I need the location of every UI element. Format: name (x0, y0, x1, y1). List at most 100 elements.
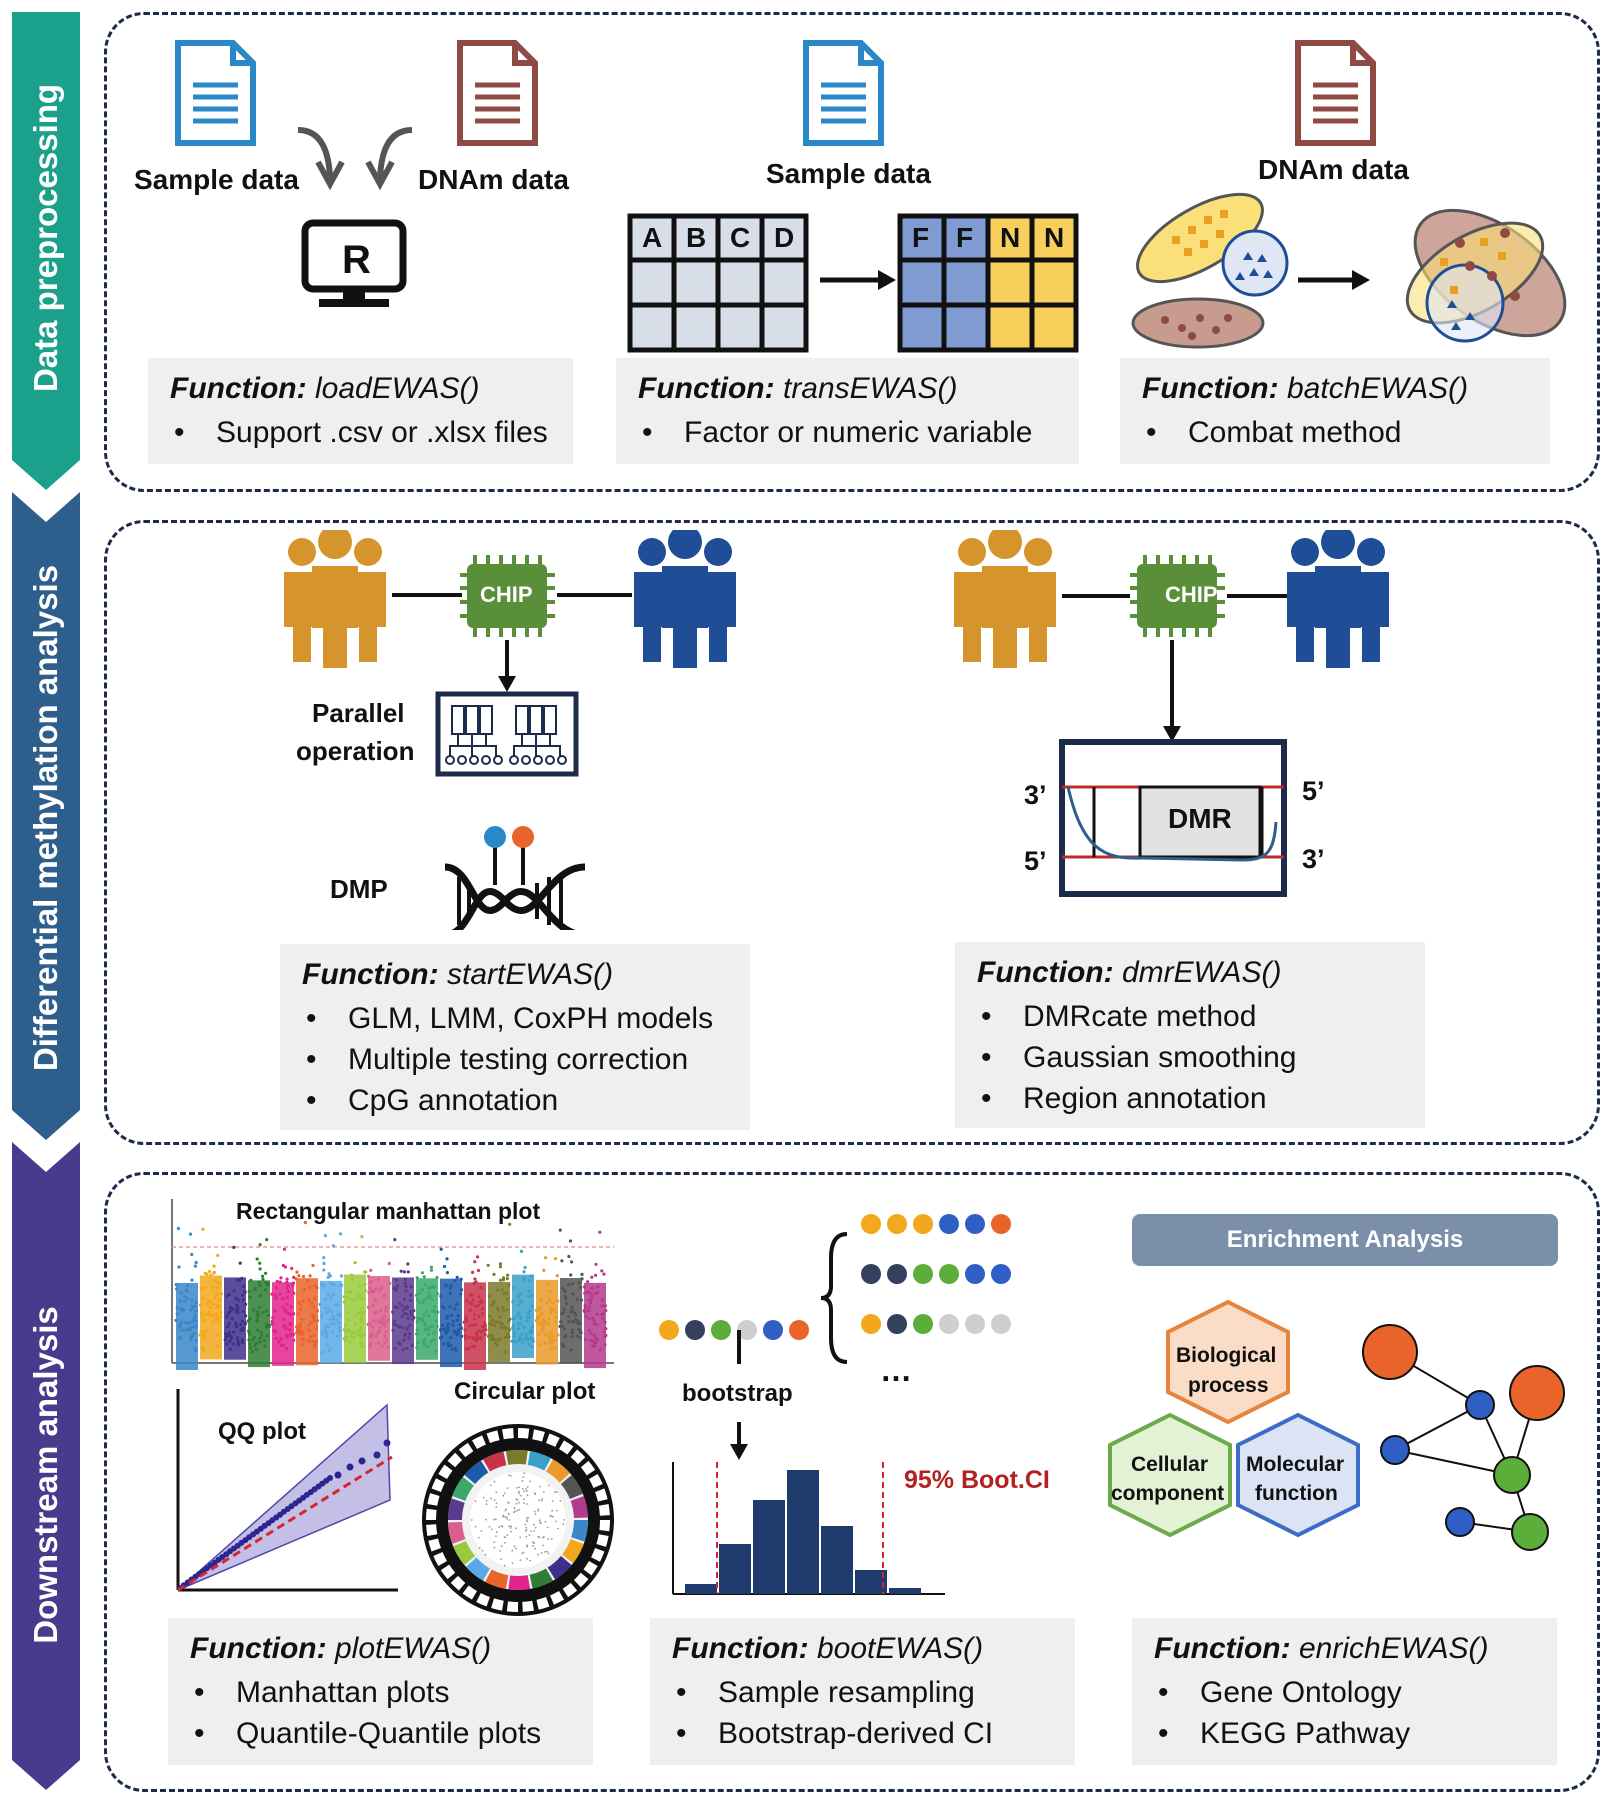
resample-dots-3 (861, 1314, 1011, 1334)
manhattan-point (567, 1254, 571, 1259)
circular-ring-segment (583, 1561, 598, 1576)
circular-ring-segment (559, 1440, 574, 1455)
manhattan-chromosome-bar (464, 1282, 486, 1370)
circular-point (525, 1519, 528, 1521)
manhattan-point (360, 1235, 364, 1239)
function-box-load: Function: loadEWAS() Support .csv or .xl… (148, 358, 573, 464)
circular-chromosome-segment (485, 1569, 509, 1589)
resample-dot (939, 1314, 959, 1334)
sample-document-icon (803, 40, 884, 146)
manhattan-chromosome-bar (296, 1278, 318, 1366)
resample-dot (991, 1214, 1011, 1234)
circular-ring-segment (450, 1575, 466, 1591)
manhattan-point (555, 1274, 559, 1278)
function-name-startewas: startEWAS() (446, 958, 614, 991)
qq-point (327, 1475, 333, 1481)
manhattan-point (476, 1268, 481, 1273)
manhattan-point (522, 1270, 526, 1274)
circular-point (516, 1509, 519, 1512)
manhattan-point (498, 1262, 503, 1266)
circular-point (557, 1527, 559, 1530)
circular-chromosome-segment (448, 1498, 465, 1520)
circular-ring-segment (589, 1474, 603, 1488)
circular-point (495, 1506, 498, 1508)
circular-point (522, 1551, 525, 1554)
circular-chromosome-segment (560, 1475, 583, 1500)
circular-point (533, 1542, 536, 1545)
circular-point (526, 1544, 528, 1547)
manhattan-point (275, 1279, 279, 1283)
circular-chromosome-segment (547, 1555, 572, 1580)
hex-cellular-component (1108, 1412, 1232, 1538)
dna-methylation-icon (444, 826, 586, 930)
circular-chromosome-segment (529, 1568, 553, 1589)
manhattan-point (190, 1278, 194, 1282)
circular-point (518, 1492, 520, 1495)
function-name-bootewas: bootEWAS() (816, 1632, 984, 1665)
circular-point (539, 1485, 541, 1488)
resample-dot (913, 1214, 933, 1234)
circular-chromosome-segment (448, 1521, 466, 1544)
manhattan-point (258, 1243, 262, 1247)
circular-ring-segment (426, 1524, 438, 1536)
circular-point (525, 1535, 528, 1538)
strand-right-bottom: 3’ (1302, 844, 1325, 874)
circular-point (485, 1518, 487, 1521)
circular-point (526, 1494, 529, 1497)
dmp-label: DMP (330, 874, 388, 904)
circular-point (504, 1516, 507, 1519)
circular-point (526, 1520, 528, 1523)
manhattan-point (338, 1232, 343, 1236)
blue-group-people-icon (634, 530, 736, 668)
circular-point (529, 1480, 531, 1483)
manhattan-point (301, 1274, 306, 1279)
batch-clusters-after (1405, 208, 1567, 343)
manhattan-point (208, 1269, 212, 1274)
section-title-downstream: Downstream analysis (27, 1306, 64, 1644)
function-name-plotewas: plotEWAS() (334, 1632, 492, 1665)
manhattan-point (429, 1265, 433, 1269)
enrichment-illustration (1108, 1299, 1565, 1551)
strand-right-top: 5’ (1302, 776, 1325, 806)
circular-point (505, 1516, 508, 1518)
dmr-label: DMR (1168, 803, 1232, 834)
circular-chromosome-ring (448, 1450, 588, 1590)
function-name-dmrewas: dmrEWAS() (1121, 956, 1282, 989)
function-prefix: Function: (170, 372, 307, 405)
parallel-label-1: Parallel (312, 698, 405, 728)
circular-point (537, 1535, 540, 1538)
qq-points (177, 1439, 391, 1591)
hex-mol-label-2: function (1255, 1482, 1338, 1505)
r-glyph: R (342, 238, 371, 282)
panel-downstream (104, 1172, 1600, 1792)
qq-point (373, 1451, 381, 1459)
orange-group-people-icon (284, 530, 386, 668)
manhattan-point (402, 1270, 406, 1274)
circular-point (490, 1497, 493, 1500)
circular-point (526, 1557, 528, 1560)
circular-point (480, 1530, 483, 1532)
circular-ring-segment (486, 1430, 500, 1443)
circular-point (495, 1535, 497, 1537)
circular-ring-segment (476, 1593, 490, 1607)
manhattan-point (471, 1270, 475, 1274)
circular-chromosome-segment (465, 1557, 490, 1581)
circular-ring-segment (472, 1435, 486, 1449)
manhattan-point (212, 1270, 217, 1275)
section-banners (12, 12, 80, 1790)
resample-dot (913, 1264, 933, 1284)
hex-mol-label-1: Molecular (1246, 1453, 1345, 1476)
hex-biological-process (1166, 1299, 1290, 1425)
circular-point (504, 1542, 506, 1544)
circular-point (481, 1549, 484, 1552)
bullet-item: DMRcate method (977, 996, 1403, 1037)
manhattan-chromosome-bar (512, 1274, 534, 1359)
circular-point (506, 1534, 509, 1537)
header-f1: F (912, 222, 930, 253)
sample-dot (737, 1320, 757, 1340)
hex-molecular-function (1236, 1412, 1360, 1538)
circular-point (510, 1530, 512, 1533)
batch-illustration (1131, 40, 1567, 349)
circular-point (524, 1523, 527, 1526)
circular-point (513, 1507, 516, 1510)
